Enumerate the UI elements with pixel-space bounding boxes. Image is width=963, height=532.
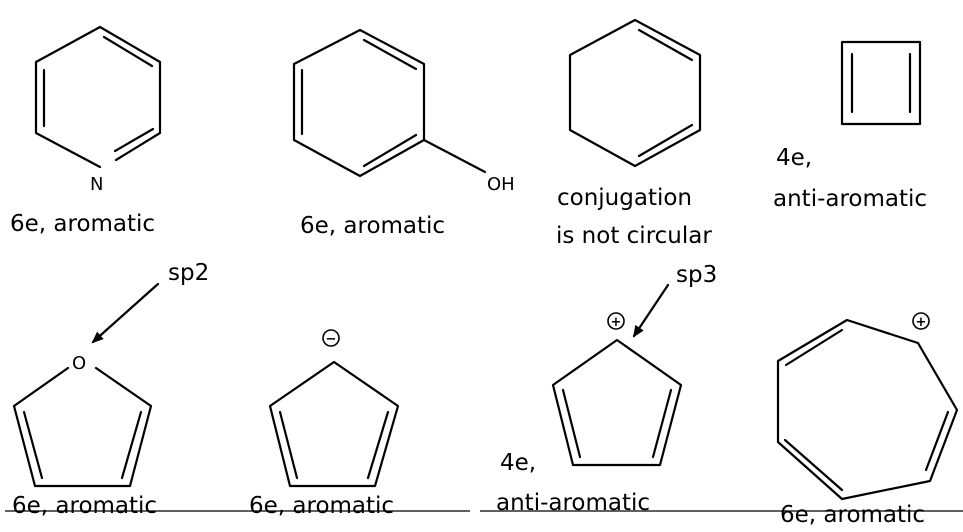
sp3-annotation: sp3 xyxy=(676,262,717,288)
negative-charge-icon: − xyxy=(322,329,340,347)
phenol-structure: OH xyxy=(292,28,515,195)
positive-charge-icon: + xyxy=(912,312,930,330)
phenol-caption: 6e, aromatic xyxy=(300,213,445,239)
positive-charge-icon: + xyxy=(607,312,625,330)
pyridine-nitrogen-label: N xyxy=(90,174,103,195)
cyclohexadiene-caption-line1: conjugation xyxy=(557,185,692,211)
furan-structure: O xyxy=(12,353,153,488)
sp3-arrow xyxy=(632,283,670,338)
svg-text:+: + xyxy=(611,315,622,330)
cyclopentadienyl-anion-structure: − xyxy=(268,329,400,488)
pyridine-caption: 6e, aromatic xyxy=(10,211,155,237)
svg-text:−: − xyxy=(326,332,337,347)
tropylium-cation-caption: 6e, aromatic xyxy=(780,502,925,528)
cyclohexadiene-caption-line2: is not circular xyxy=(556,223,712,249)
furan-caption: 6e, aromatic xyxy=(12,493,157,519)
svg-text:+: + xyxy=(916,315,927,330)
cyclohexadiene-structure xyxy=(568,18,702,168)
cyclopentadienyl-anion-caption: 6e, aromatic xyxy=(249,493,394,519)
cyclopentadienyl-cation-structure: + xyxy=(551,312,683,467)
cyclopentadienyl-cation-caption-line2: anti-aromatic xyxy=(496,490,650,516)
sp2-arrow xyxy=(91,282,160,344)
tropylium-cation-structure: + xyxy=(776,312,959,501)
phenol-hydroxyl-label: OH xyxy=(487,174,515,195)
pyridine-structure: N xyxy=(34,25,162,195)
furan-oxygen-label: O xyxy=(72,353,86,374)
cyclobutadiene-caption-line1: 4e, xyxy=(776,145,812,171)
sp2-annotation: sp2 xyxy=(168,260,209,286)
cyclopentadienyl-cation-caption-line1: 4e, xyxy=(500,450,536,476)
cyclobutadiene-caption-line2: anti-aromatic xyxy=(773,186,927,212)
cyclobutadiene-structure xyxy=(840,40,922,126)
